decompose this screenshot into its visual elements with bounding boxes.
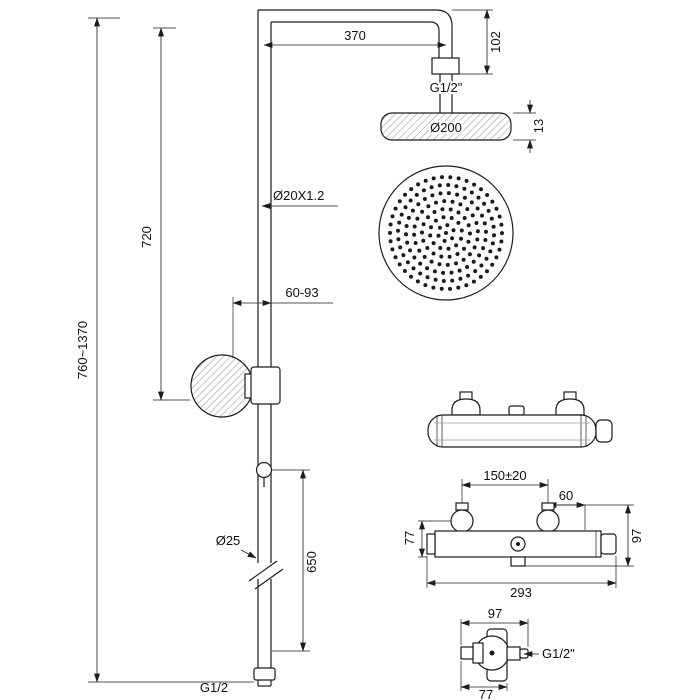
- lower-pipe-label: 650: [304, 551, 319, 573]
- hose-outlet-nut: [253, 667, 276, 681]
- head-face-view: [378, 165, 514, 301]
- riser-diameter-label: Ø25: [216, 533, 241, 548]
- side-knob: [519, 648, 529, 659]
- spray-holes: [388, 175, 504, 291]
- dim-upper-pipe: 720: [139, 27, 190, 401]
- schematic-nut-left: [450, 509, 474, 533]
- schematic-handle: [600, 533, 617, 555]
- handle-offset-label: 60: [559, 488, 573, 503]
- pipe-break-symbol: [248, 560, 284, 590]
- schematic-stub-left: [455, 502, 469, 511]
- pipe-clamp: [250, 366, 281, 405]
- schematic-nut-right: [536, 509, 560, 533]
- mixer-schematic-view: 150±20 60 77 97 293: [402, 468, 644, 600]
- mixer-body: [427, 414, 597, 448]
- label-riser-diameter: Ø25: [216, 533, 257, 559]
- side-width-label: 97: [488, 606, 502, 621]
- mixer-front-view: [427, 391, 613, 448]
- dim-arm-length: 370: [263, 28, 447, 48]
- mixer-right-height-label: 97: [629, 529, 644, 543]
- mixer-top-button: [508, 405, 525, 416]
- shower-arm: [258, 9, 453, 58]
- wall-flange: [190, 354, 254, 418]
- head-post: [439, 74, 453, 113]
- label-pipe-spec: Ø20X1.2: [261, 188, 338, 209]
- schematic-cap-left: [426, 533, 436, 555]
- bracket-depth-label: 60-93: [285, 285, 318, 300]
- mixer-side-view: 97 G1/2" 77: [460, 606, 575, 700]
- hose-thread-label: G1/2: [200, 680, 228, 695]
- head-side-view: G1/2" Ø200: [380, 78, 512, 141]
- side-thread-label: G1/2": [542, 646, 575, 661]
- arm-length-label: 370: [344, 28, 366, 43]
- mixer-width-label: 293: [510, 585, 532, 600]
- head-diameter-label: Ø200: [430, 120, 462, 135]
- overall-height-label: 760~1370: [75, 321, 90, 379]
- side-wall-stub: [460, 646, 474, 660]
- arm-connector-nut: [431, 57, 460, 75]
- diverter-knob: [255, 461, 273, 479]
- side-handle: [506, 646, 521, 661]
- mixer-inlet-bell-right: [555, 398, 585, 416]
- inlet-spacing-label: 150±20: [483, 468, 526, 483]
- side-depth-label: 77: [479, 687, 493, 700]
- dim-bracket-depth: 60-93: [232, 285, 333, 358]
- head-thickness-label: 13: [531, 119, 546, 133]
- head-thread-label: G1/2": [430, 80, 463, 95]
- dim-overall-height: 760~1370: [75, 17, 254, 683]
- mixer-inlet-bell-left: [451, 398, 481, 416]
- dim-lower-pipe: 650: [272, 469, 319, 652]
- pipe-spec-label: Ø20X1.2: [273, 188, 324, 203]
- head-disc: [380, 112, 512, 141]
- dim-arm-drop: 102: [452, 9, 503, 75]
- mixer-left-height-label: 77: [402, 531, 417, 545]
- dim-head-thickness: 13: [513, 100, 546, 153]
- shower-column: [190, 9, 460, 687]
- upper-pipe-label: 720: [139, 226, 154, 248]
- schematic-stub-right: [541, 502, 555, 511]
- side-nut: [472, 642, 484, 664]
- schematic-outlet: [510, 556, 526, 567]
- arm-drop-label: 102: [488, 31, 503, 53]
- mixer-handle-knob: [595, 419, 613, 443]
